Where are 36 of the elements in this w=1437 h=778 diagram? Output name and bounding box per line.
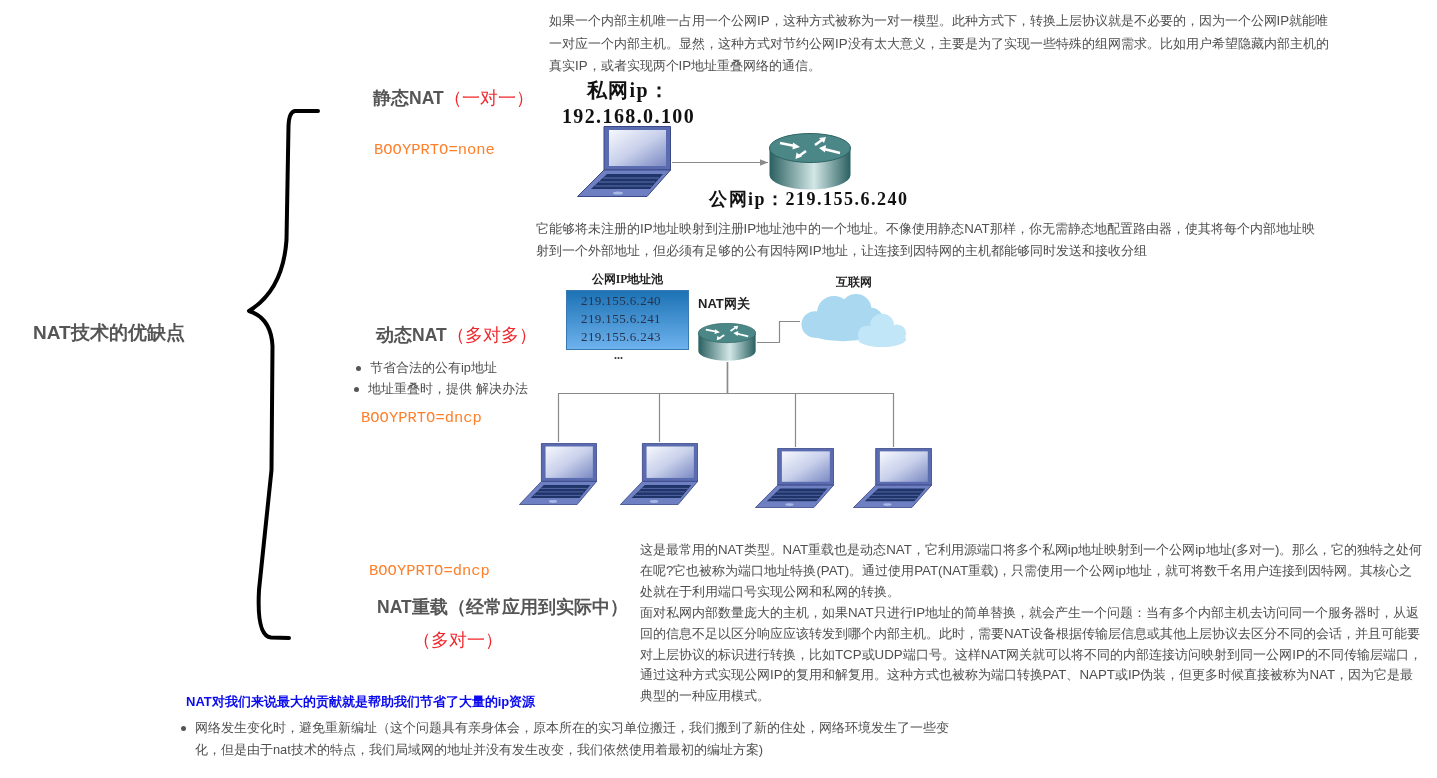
paragraph: 面对私网内部数量庞大的主机，如果NAT只进行IP地址的简单替换，就会产生一个问题：当有多个内部主机去访问同一个服务器时，从返回的信息不足以区分响应应该转发到哪个内部主机。此时，需要NAT设备根据传输层信息或其他上层协议去区分不同的会话，并且可能要对上层协议的标识进行转换，比如TCP或UDP端口号。这样NAT网关就可以将不同的内部连接访问映射到同一公网IP的不同传输层端口，通过这种方式实现公网IP的复用和解复用。这种方式也被称为端口转换PAT、NAPT或IP伪装，但更多时候直接被称为NAT，因为它是最典型的一种应用模式。	[640, 603, 1423, 706]
ip-address: 219.155.6.240	[581, 292, 662, 310]
config-text: BOOYPRTO=dncp	[369, 562, 490, 580]
ip-address-label: 公网ip：219.155.6.240	[709, 188, 909, 210]
section-heading: 静态NAT	[373, 88, 444, 108]
heading-annotation: （一对一）	[443, 88, 534, 108]
ip-address: 219.155.6.241	[581, 310, 662, 328]
heading-annotation: （多对一）	[413, 630, 503, 650]
ip-address: 219.155.6.243	[581, 328, 662, 346]
pool-title: 公网IP地址池	[590, 272, 665, 287]
laptop-icon	[755, 448, 834, 508]
topic-heading: NAT技术的优缺点	[33, 322, 185, 343]
list-item: 网络发生变化时，避免重新编址（这个问题具有亲身体会，原本所在的实习单位搬迁，我们搬到了新的住处，网络环境发生了一些变化，但是由于nat技术的特点，我们局域网的地址并没有发生改变，我们依然使用着最初的编址方案)	[195, 719, 950, 759]
list-item: 地址重叠时，提供 解决办法	[368, 380, 528, 398]
connector-line	[756, 320, 801, 344]
config-text: BOOYPRTO=dncp	[361, 409, 482, 427]
device-label: NAT网关	[698, 296, 750, 312]
config-text: BOOYPRTO=none	[374, 141, 495, 159]
list-item: 节省合法的公有ip地址	[370, 359, 497, 377]
router-icon	[769, 133, 851, 190]
cloud-label: 互联网	[836, 275, 872, 289]
laptop-icon	[853, 448, 932, 508]
section-heading: 动态NAT	[376, 325, 447, 345]
paragraph: 这是最常用的NAT类型。NAT重载也是动态NAT，它利用源端口将多个私网ip地址映射到一个公网ip地址(多对一)。那么，它的独特之处何在呢?它也被称为端口地址特换(PAT)。通过使用PAT(NAT重载)，只需使用一个公网ip地址，就可将数千名用户连接到因特网。其核心之处就在于利用端口号实现公网和私网的转换。	[640, 541, 1424, 601]
laptop-icon	[577, 126, 671, 197]
arrow	[671, 159, 769, 166]
section-heading: NAT重载（经常应用到实际中）	[377, 597, 628, 617]
laptop-icon	[620, 443, 698, 505]
paragraph: 如果一个内部主机唯一占用一个公网IP，这种方式被称为一对一模型。此种方式下，转换上层协议就是不必要的，因为一个公网IP就能唯一对应一个内部主机。显然，这种方式对节约公网IP没有太大意义，主要是为了实现一些特殊的组网需求。比如用户希望隐藏内部主机的真实IP，或者实现两个IP地址重叠网络的通信。	[549, 12, 1330, 75]
highlight-note: NAT对我们来说最大的贡献就是帮助我们节省了大量的ip资源	[186, 694, 536, 709]
paragraph: 它能够将未注册的IP地址映射到注册IP地址池中的一个地址。不像使用静态NAT那样，你无需静态地配置路由器，使其将每个内部地址映射到一个外部地址，但必须有足够的公有因特网IP地址，让连接到因特网的主机都能够同时发送和接收分组	[536, 220, 1316, 260]
laptop-icon	[519, 443, 597, 505]
ip-address-label: 私网ip：192.168.0.100	[560, 78, 697, 129]
connector-line	[726, 361, 895, 448]
ellipsis-text: ...	[614, 350, 623, 360]
heading-annotation: （多对多）	[446, 325, 537, 345]
